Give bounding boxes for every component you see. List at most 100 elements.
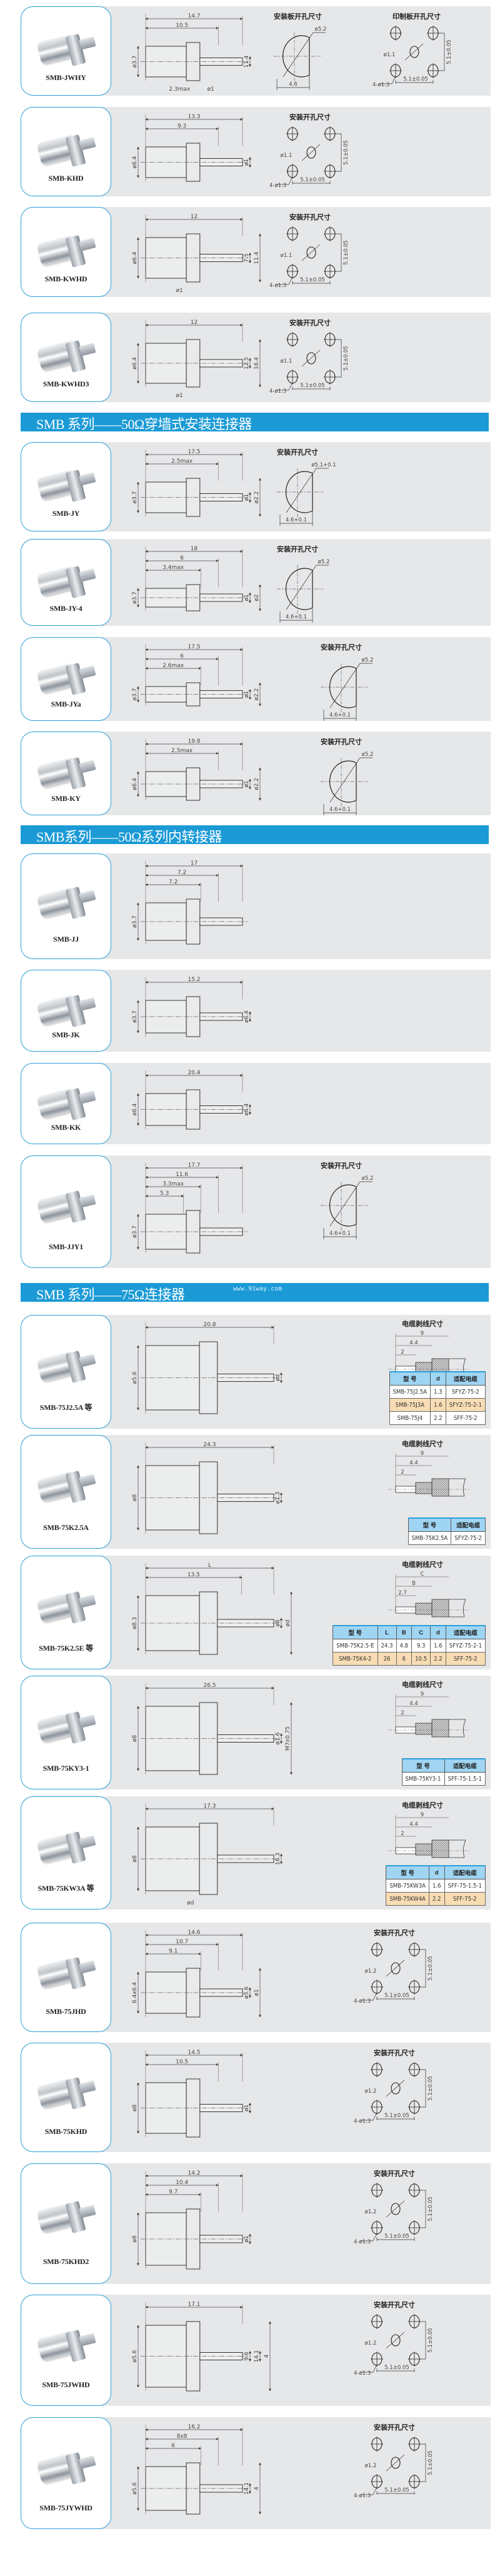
hole-cross (408, 2100, 421, 2115)
table-header-cell: C (411, 1625, 431, 1639)
hole-cross (286, 332, 299, 347)
connector-tail-image (79, 568, 96, 582)
product-name: SMB-JY (52, 509, 80, 518)
d-hole-outline (329, 760, 357, 803)
connector-tail-image (79, 1714, 96, 1729)
table-header-cell: 适配电缆 (451, 1517, 486, 1532)
section-header: SMB 系列——50Ω穿墙式安装连接器 (21, 413, 489, 432)
dimension-line (323, 757, 372, 815)
dimension-label: 10.7 (176, 1939, 188, 1945)
dimension-label: 5.1±0.05 (384, 2233, 409, 2240)
center-line (277, 468, 324, 517)
product-name: SMB-JK (52, 1030, 80, 1039)
dimension-label: B (412, 1581, 416, 1587)
connector-photo (35, 877, 98, 925)
dimension-label: 5.1±0.05 (384, 2487, 409, 2493)
connector-photo (35, 2190, 98, 2245)
signal-hole (306, 146, 316, 159)
connector-tail-image (79, 137, 96, 151)
product-name: SMB-KWHD3 (42, 380, 89, 389)
dimension-line (276, 339, 342, 391)
table-cell: SFF-75-2 (444, 1892, 486, 1906)
hole-cross (324, 332, 336, 347)
dimension-label: 14.1 (254, 2350, 260, 2362)
table-cell: 9.3 (411, 1639, 431, 1653)
panel-d-hole: ø5.24.6 (274, 26, 326, 90)
dimension-label: 5.1±0.05 (300, 177, 325, 183)
connector-body (145, 1595, 200, 1651)
dimension-line (361, 2190, 426, 2241)
hole-cross (371, 2314, 383, 2329)
d-hole-outline (282, 35, 310, 78)
dimension-label: 13.5 (188, 1572, 200, 1578)
connector-tail-image (79, 2205, 96, 2219)
dimension-label: 14.5 (188, 2050, 200, 2056)
dimension-label: ø1 (244, 159, 250, 166)
table-header-cell: d (428, 1865, 445, 1879)
product-name: SMB-75K2.5A (43, 1522, 89, 1532)
section-title: SMB系列——50Ω系列内转接器 (36, 829, 222, 845)
dimension-label: 4 (254, 2487, 260, 2490)
hole-cross (324, 126, 336, 141)
dimension-label: 11.4 (254, 251, 260, 264)
dimension-label: 17 (191, 860, 198, 867)
dimension-label: 17.5 (188, 644, 200, 650)
dimension-label: ød (285, 1619, 291, 1626)
dimension-line (361, 2321, 426, 2373)
cable-jacket (449, 1478, 466, 1497)
signal-hole (391, 2457, 401, 2469)
table-cell: SMB-75KW4A (386, 1892, 429, 1906)
connector-photo (35, 750, 98, 790)
cable-strip-diagram: CB2.7 (388, 1571, 469, 1618)
dimension-line (279, 468, 329, 526)
strip-title: 电缆剥线尺寸 (402, 1681, 443, 1689)
cable-strip-diagram: 94.42 (388, 1812, 469, 1858)
table-cell: 6 (396, 1652, 412, 1666)
product-photo-box: SMB-KHD (21, 107, 111, 196)
dimension-label: 4.6+0.1 (329, 712, 351, 718)
dimension-label: ø1 (208, 86, 214, 93)
dimension-label: ø1.3 (275, 1492, 281, 1504)
dimension-label: 4-ø1.3 (354, 2118, 371, 2125)
product-name: SMB-75J2.5A 等 (39, 1402, 92, 1412)
hole-cross (408, 1942, 421, 1957)
table-cell: SFYZ-75-2 (445, 1385, 486, 1399)
dimension-label: 5.1±0.05 (428, 2076, 434, 2101)
product-name: SMB-KHD (48, 174, 84, 183)
mount-title: 安装开孔尺寸 (374, 2170, 415, 2178)
cable-jacket (449, 1719, 466, 1738)
dimension-label: 2 (401, 1469, 404, 1476)
signal-hole (306, 246, 316, 259)
product-photo-box: SMB-75KY3-1 (21, 1676, 111, 1789)
dimension-label: ø1 (244, 2235, 250, 2242)
table-cell: SFYZ-75-2 (451, 1531, 486, 1545)
dimension-line (361, 1949, 426, 2001)
strip-title: 电缆剥线尺寸 (402, 1802, 443, 1809)
dimension-label: ø6.4 (244, 1103, 250, 1115)
dimension-label: ø1.6 (275, 1732, 281, 1744)
dimension-label: 5.1±0.05 (343, 140, 349, 165)
table-cell: SMB-75J2.5A (389, 1385, 431, 1399)
product-name: SMB-JY-4 (49, 603, 82, 613)
dimension-label: ø5.2 (362, 752, 374, 758)
signal-hole (409, 46, 419, 58)
dimension-label: ø1 (254, 1989, 260, 1996)
connector-body (145, 1465, 200, 1531)
dimension-label: ø5.1+0.1 (311, 462, 336, 468)
